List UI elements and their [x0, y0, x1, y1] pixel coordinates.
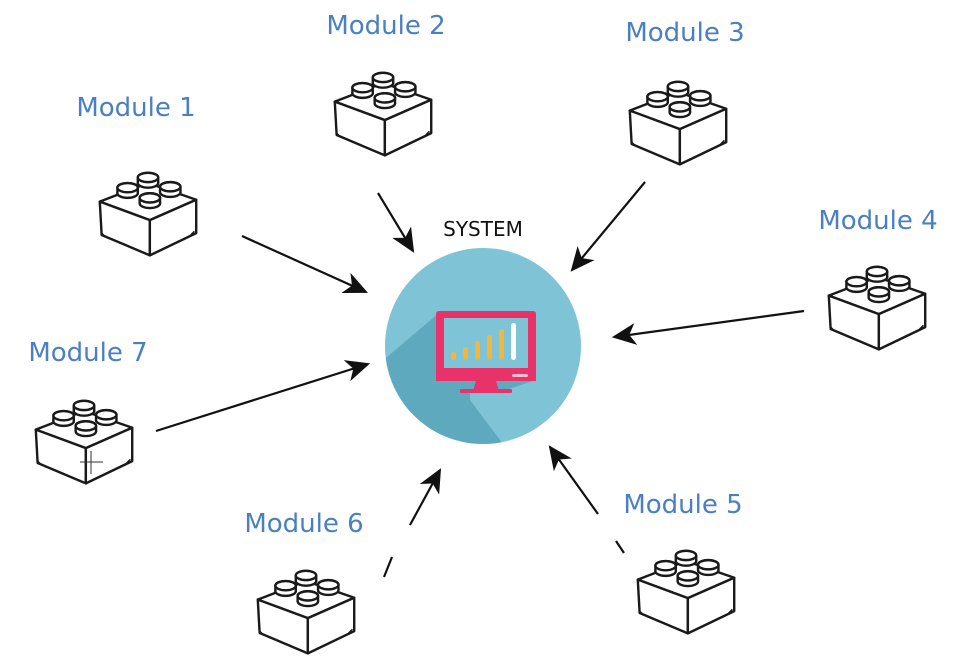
module-label: Module 6 — [244, 509, 363, 539]
module-2: Module 2 — [326, 11, 446, 157]
module-1: Module 1 — [76, 93, 198, 257]
module-label: Module 2 — [326, 11, 445, 41]
system-node: SYSTEM — [385, 217, 581, 444]
arrow-module-5 — [615, 540, 625, 554]
system-circle — [385, 248, 581, 444]
module-5: Module 5 — [623, 490, 743, 635]
module-4: Module 4 — [818, 206, 938, 351]
module-label: Module 5 — [623, 490, 742, 520]
arrow-module-5-head — [548, 445, 599, 515]
arrow-module-6-head — [409, 468, 442, 526]
system-label: SYSTEM — [443, 217, 523, 241]
lego-brick-icon — [827, 265, 927, 351]
lego-brick-icon — [98, 171, 198, 257]
arrow-module-3 — [570, 181, 646, 272]
lego-brick-icon — [636, 549, 736, 635]
module-6: Module 6 — [244, 509, 364, 655]
lego-brick-icon — [333, 71, 433, 157]
module-7: Module 7 — [28, 338, 148, 485]
module-label: Module 3 — [625, 18, 744, 48]
lego-brick-icon — [256, 569, 356, 655]
arrow-module-4 — [611, 309, 805, 345]
module-label: Module 4 — [818, 206, 937, 236]
crosshair-cursor-icon — [80, 451, 103, 474]
lego-brick-icon — [34, 399, 134, 485]
arrow-module-7 — [155, 360, 371, 433]
module-3: Module 3 — [625, 18, 745, 166]
connector-arrows — [155, 181, 805, 578]
arrow-module-6 — [382, 556, 394, 578]
monitor-chart-icon — [436, 311, 536, 393]
module-label: Module 7 — [28, 338, 147, 368]
arrow-module-1 — [241, 234, 369, 294]
arrow-module-2 — [377, 192, 415, 253]
lego-brick-icon — [628, 80, 728, 166]
module-label: Module 1 — [76, 93, 195, 123]
